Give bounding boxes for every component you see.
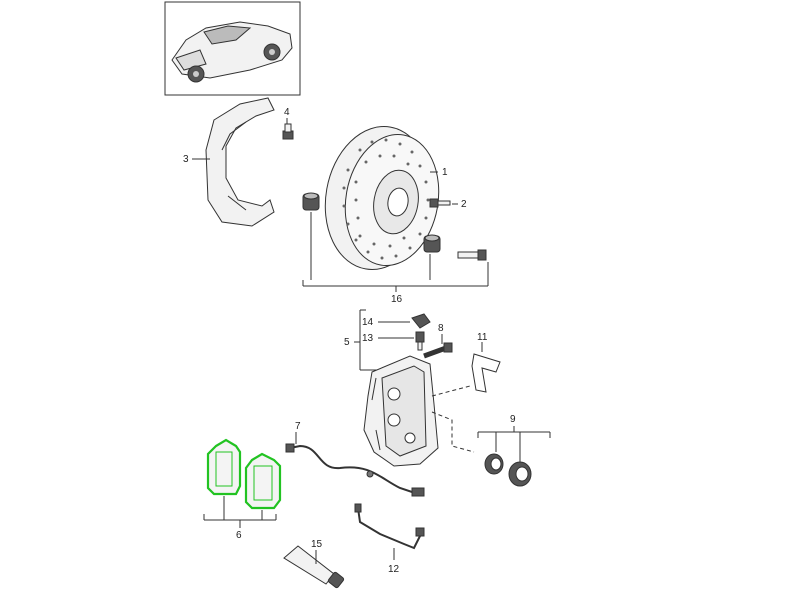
part-7-wear-sensor[interactable]	[285, 443, 425, 497]
part-2-screw[interactable]	[429, 198, 451, 208]
part-9-piston-seal-large[interactable]	[508, 461, 532, 487]
label-2: 2	[461, 199, 467, 210]
part-6-brake-pad-outer[interactable]	[244, 452, 282, 510]
part-16-bushing-right[interactable]	[423, 234, 441, 253]
part-15-grease-tube[interactable]	[283, 545, 345, 589]
assembly-dashes	[431, 385, 475, 453]
label-13: 13	[362, 333, 374, 344]
bracket-16	[302, 212, 489, 292]
label-11: 11	[477, 332, 488, 343]
label-12: 12	[388, 564, 400, 575]
part-16-bushing-left[interactable]	[302, 192, 320, 211]
brake-caliper[interactable]	[363, 355, 439, 467]
label-4: 4	[284, 107, 290, 118]
label-3: 3	[183, 154, 189, 165]
part-6-brake-pad-inner[interactable]	[206, 438, 242, 496]
label-5: 5	[344, 337, 350, 348]
label-15: 15	[311, 539, 323, 550]
label-7: 7	[295, 421, 301, 432]
part-8-bolt[interactable]	[423, 342, 453, 359]
label-8: 8	[438, 323, 444, 334]
part-14-bleeder-cap[interactable]	[411, 313, 431, 329]
part-4-screw[interactable]	[282, 123, 294, 140]
label-1: 1	[442, 167, 448, 178]
disc-drill-holes	[342, 138, 430, 260]
label-9: 9	[510, 414, 516, 425]
label-16: 16	[391, 294, 403, 305]
part-13-bleeder-valve[interactable]	[415, 331, 425, 351]
part-9-piston-seal-small[interactable]	[484, 453, 504, 475]
part-16-bolt[interactable]	[457, 249, 487, 261]
label-14: 14	[362, 317, 374, 328]
bracket-5	[354, 309, 378, 371]
part-12-brake-line[interactable]	[354, 503, 425, 550]
car-illustration	[171, 21, 293, 83]
part-1-brake-disc[interactable]	[314, 118, 448, 278]
bracket-6	[203, 496, 277, 528]
bracket-9	[477, 426, 551, 462]
car-thumbnail[interactable]	[164, 1, 301, 96]
part-11-spreader-spring[interactable]	[471, 353, 501, 393]
label-6: 6	[236, 530, 242, 541]
part-3-brake-shield[interactable]	[205, 97, 275, 227]
